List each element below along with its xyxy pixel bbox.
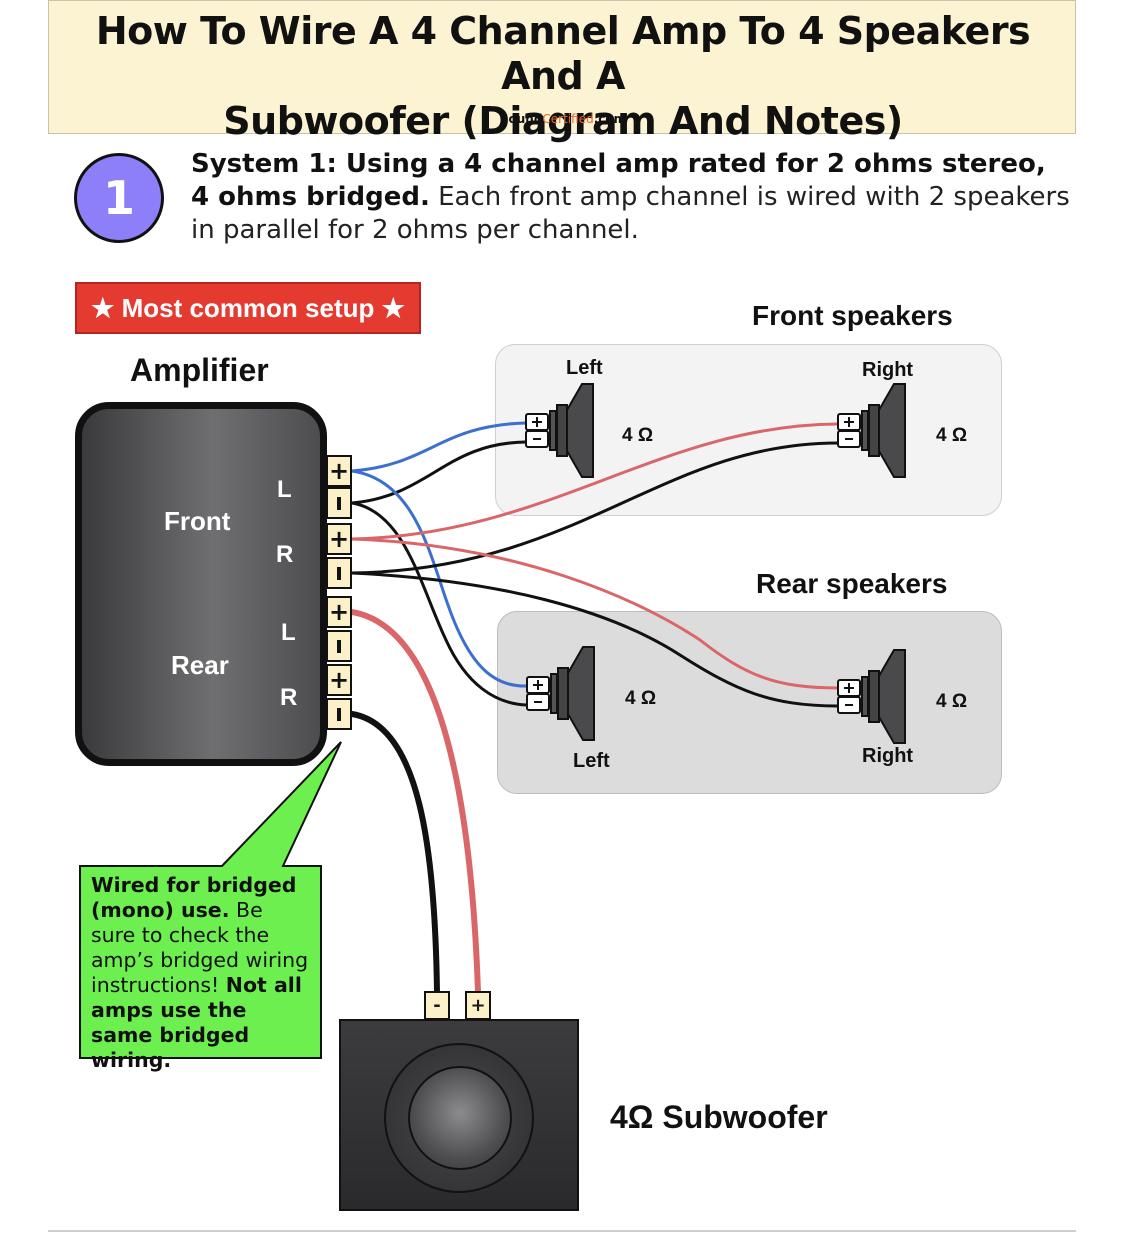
amp-terminal-rear-left-negative bbox=[326, 630, 352, 662]
brand-part-2: Certified bbox=[542, 112, 594, 126]
bottom-divider bbox=[48, 1230, 1076, 1232]
bridged-wiring-note: Wired for bridged (mono) use. Be sure to… bbox=[91, 873, 313, 1073]
callout-bold-1: Wired for bridged (mono) use. bbox=[91, 873, 297, 922]
amp-rear-label: Rear bbox=[171, 650, 229, 680]
minus-icon bbox=[337, 496, 341, 510]
wire-subwoofer-positive bbox=[349, 609, 481, 995]
amp-terminal-rear-right-negative bbox=[326, 698, 352, 730]
amp-terminal-rear-left-positive: + bbox=[326, 596, 352, 628]
page-title: How To Wire A 4 Channel Amp To 4 Speaker… bbox=[95, 9, 1031, 143]
amp-terminal-front-left-positive: + bbox=[326, 455, 352, 487]
subwoofer-positive-terminal: + bbox=[465, 991, 491, 1020]
front-speakers-title: Front speakers bbox=[752, 300, 953, 331]
callout-text-1: Be sure to check the amp’s bridged wirin… bbox=[91, 898, 309, 997]
minus-icon bbox=[337, 639, 341, 653]
system-description-bold: System 1: Using a 4 channel amp rated fo… bbox=[191, 149, 1046, 212]
front-right-speaker-impedance: 4 Ω bbox=[936, 425, 968, 446]
front-left-speaker-impedance: 4 Ω bbox=[622, 425, 654, 446]
wire-front-right-negative bbox=[350, 441, 840, 575]
wire-front-right-to-rear-right-positive bbox=[350, 537, 840, 690]
brand-part-3: .com bbox=[593, 112, 627, 126]
amplifier-body bbox=[75, 402, 327, 766]
minus-icon bbox=[337, 566, 341, 580]
rear-left-speaker-label: Left bbox=[573, 750, 610, 772]
amp-channel-rear-left: L bbox=[281, 619, 296, 646]
amp-channel-rear-right: R bbox=[280, 684, 298, 711]
plus-symbol: + bbox=[328, 666, 350, 694]
system-description: System 1: Using a 4 channel amp rated fo… bbox=[191, 148, 1071, 247]
subwoofer-label: 4Ω Subwoofer bbox=[610, 1099, 828, 1135]
most-common-setup-banner: ★ Most common setup ★ bbox=[75, 282, 421, 334]
plus-symbol: + bbox=[328, 457, 350, 485]
rear-left-speaker-impedance: 4 Ω bbox=[625, 688, 657, 709]
wire-front-right-positive bbox=[350, 422, 840, 541]
amp-terminal-front-right-negative bbox=[326, 557, 352, 589]
rear-right-speaker-impedance: 4 Ω bbox=[936, 691, 968, 712]
header-panel: How To Wire A 4 Channel Amp To 4 Speaker… bbox=[48, 0, 1077, 143]
system-description-body: Each front amp channel is wired with 2 s… bbox=[191, 182, 1070, 245]
speaker-icon-front-right bbox=[837, 383, 906, 478]
system-number-badge: 1 bbox=[74, 153, 164, 243]
front-left-speaker-label: Left bbox=[566, 357, 603, 379]
wire-front-right-to-rear-right-negative bbox=[350, 571, 840, 708]
speaker-icon-rear-right bbox=[837, 649, 906, 744]
amplifier-title: Amplifier bbox=[130, 352, 269, 388]
wire-front-left-to-rear-left-positive bbox=[350, 469, 529, 688]
amp-terminal-front-right-positive: + bbox=[326, 523, 352, 555]
speaker-icon-front-left bbox=[525, 383, 594, 478]
callout-bold-2: Not all amps use the same bridged wiring… bbox=[91, 973, 302, 1072]
plus-symbol: + bbox=[328, 598, 350, 626]
plus-symbol: + bbox=[328, 525, 350, 553]
amp-channel-front-left: L bbox=[277, 476, 292, 503]
wire-front-left-positive bbox=[350, 421, 528, 473]
speaker-icon-rear-left bbox=[526, 646, 595, 741]
front-right-speaker-label: Right bbox=[862, 359, 914, 381]
minus-icon bbox=[337, 707, 341, 721]
wire-subwoofer-negative bbox=[349, 711, 440, 995]
rear-right-speaker-label: Right bbox=[862, 745, 914, 767]
wire-front-left-negative bbox=[350, 440, 528, 505]
amp-front-label: Front bbox=[164, 506, 231, 536]
wire-front-left-to-rear-left-negative bbox=[350, 501, 529, 707]
amp-terminal-front-left-negative bbox=[326, 487, 352, 519]
amp-terminal-rear-right-positive: + bbox=[326, 664, 352, 696]
subwoofer-cone-inner bbox=[408, 1066, 512, 1170]
brand-logo: SoundCertified.com bbox=[49, 112, 1077, 126]
brand-part-1: Sound bbox=[499, 112, 543, 126]
amp-channel-front-right: R bbox=[276, 541, 294, 568]
rear-speakers-title: Rear speakers bbox=[756, 568, 948, 599]
subwoofer-negative-terminal: - bbox=[424, 991, 450, 1020]
